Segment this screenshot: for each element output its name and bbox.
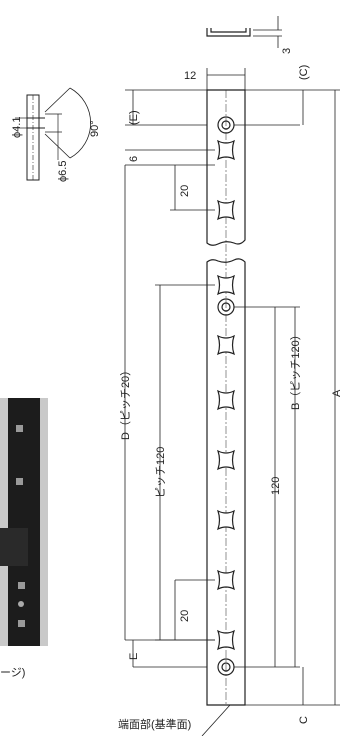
profile-thickness-label: 3 — [281, 48, 293, 54]
slot — [216, 629, 236, 651]
six-label: 6 — [128, 156, 140, 162]
twenty-bottom-label: 20 — [179, 610, 191, 622]
countersink-angle-label: 90° — [89, 120, 101, 137]
slot — [216, 389, 236, 411]
A-label: A — [331, 389, 342, 397]
E-top-label: (E) — [128, 110, 140, 125]
countersink-detail — [15, 87, 91, 181]
rail-slots — [216, 139, 236, 651]
hole-outer-diameter-label: ϕ6.5 — [57, 161, 69, 182]
width-dimension — [206, 68, 246, 90]
end-face-caption: 端面部(基準面) — [118, 719, 192, 731]
pitch120-label: ピッチ120 — [154, 447, 167, 498]
twenty-top-label: 20 — [179, 185, 191, 197]
slot — [216, 274, 236, 296]
left-dimensions — [124, 89, 215, 668]
B-label: B（ピッチ120） — [289, 329, 302, 410]
slot — [216, 139, 236, 161]
hole-inner-diameter-label: ϕ4.1 — [11, 117, 23, 138]
slot — [216, 449, 236, 471]
slot — [216, 199, 236, 221]
slot — [216, 334, 236, 356]
E-bottom-label: E — [128, 653, 140, 660]
product-photo — [0, 398, 48, 646]
D-label: D（ピッチ20） — [119, 365, 132, 440]
slot — [216, 509, 236, 531]
slot — [216, 569, 236, 591]
C-top-label: (C) — [298, 65, 310, 80]
rail-lower — [206, 258, 246, 706]
page-ref-fragment: ージ) — [0, 667, 26, 679]
one-twenty-label: 120 — [270, 477, 282, 495]
rail-cross-section-profile — [206, 16, 282, 48]
width-label: 12 — [184, 70, 196, 82]
C-bottom-label: C — [298, 716, 310, 724]
right-dimensions — [234, 89, 340, 706]
end-face-leader — [201, 704, 231, 736]
